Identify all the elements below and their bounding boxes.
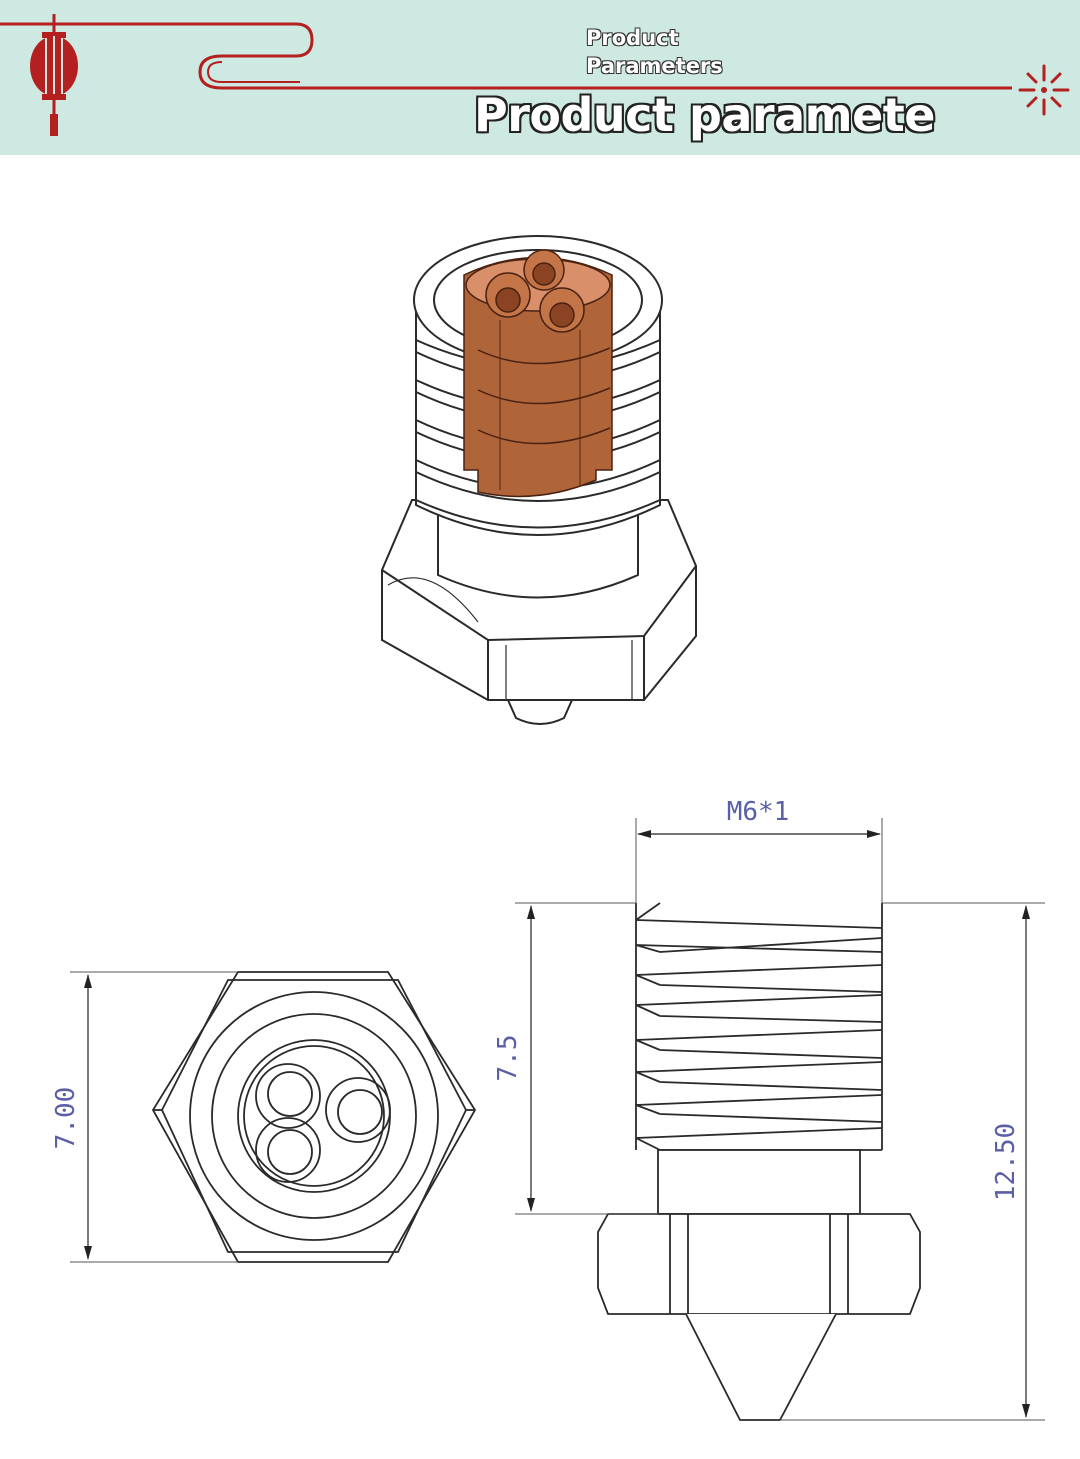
dimension-total-length	[780, 902, 1045, 1421]
dimension-hex-width	[70, 971, 238, 1263]
header-banner: Product Parameters Product paramete	[0, 0, 1080, 155]
dimension-hex-width-label: 7.00	[51, 1087, 81, 1150]
dimension-thread-spec	[635, 818, 883, 903]
header-subtitle-line1: Product	[586, 26, 679, 50]
dimension-thread-spec-label: M6*1	[727, 797, 790, 827]
dimension-thread-length-label: 7.5	[493, 1035, 523, 1082]
header-subtitle-line2: Parameters	[586, 54, 723, 78]
top-view	[151, 971, 477, 1263]
page-title: Product paramete	[474, 88, 935, 142]
side-view	[597, 902, 921, 1421]
isometric-cutaway-view	[381, 235, 697, 725]
dimension-total-length-label: 12.50	[991, 1123, 1021, 1201]
copper-insert	[463, 249, 613, 498]
lantern-icon	[30, 14, 78, 136]
banner-decoration	[0, 14, 1070, 136]
dimension-thread-length	[515, 902, 658, 1215]
firework-icon	[1018, 64, 1070, 116]
technical-drawing: 7.00 M6*1 7.5 12.50	[51, 235, 1045, 1421]
